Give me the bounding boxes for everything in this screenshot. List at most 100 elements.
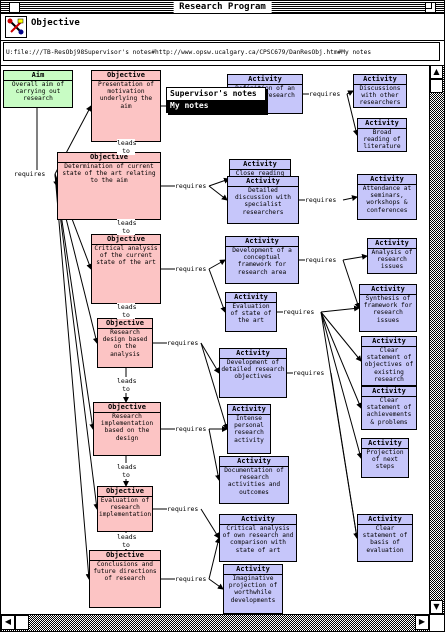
link-line (208, 578, 224, 590)
activity-node-3-text: Broad reading of literature (363, 129, 401, 151)
link-line (346, 90, 354, 96)
link-line (330, 372, 360, 539)
popup-item-my-notes[interactable]: My notes (167, 100, 265, 112)
link-line (342, 259, 361, 309)
requires-label-activity-1: requires (309, 90, 341, 98)
activity-node-11-header: Activity (362, 337, 416, 347)
link-line (208, 259, 226, 270)
activity-node-19-header: Activity (224, 565, 282, 575)
activity-node-15-header: Activity (362, 439, 408, 449)
activity-node-16-text: Documentation of research activities and… (224, 467, 284, 496)
window-title: Research Program (173, 1, 272, 13)
activity-node-6-header: Activity (358, 175, 416, 185)
objective-node-2-text: Determination of current state of the ar… (62, 163, 156, 185)
activity-node-13-text: Clear statement of achievements & proble… (366, 397, 412, 426)
activity-node-17-text: Critical analysis of own research and co… (222, 525, 294, 554)
leads-to-label-1: leads to (117, 139, 137, 155)
objective-node-7-text: Conclusions and future directions of res… (93, 561, 157, 583)
leads-to-label-4: leads to (117, 377, 137, 393)
requires-label-activity-9: requires (283, 308, 315, 316)
vertical-scrollbar[interactable]: ▲ ▼ (429, 65, 444, 614)
activity-node-16-header: Activity (220, 457, 288, 467)
activity-node-2-header: Activity (354, 75, 406, 85)
scroll-up-arrow-icon[interactable]: ▲ (430, 65, 443, 79)
activity-node-3-header: Activity (358, 119, 406, 129)
requires-label-aim: requires (14, 170, 46, 178)
link-line (320, 311, 363, 459)
activity-node-9-text: Evaluation of state of the art (230, 303, 272, 325)
activity-node-7-header: Activity (226, 237, 298, 247)
requires-label-activity-5: requires (305, 196, 337, 204)
notes-popup-menu: Supervisor's notes My notes (166, 87, 266, 113)
leads-to-label-6: leads to (117, 533, 137, 549)
close-box-icon[interactable] (9, 2, 20, 13)
vertical-scroll-thumb[interactable] (430, 79, 443, 93)
link-line (320, 311, 362, 362)
link-line (320, 311, 362, 409)
activity-node-12-text: Development of detailed research objecti… (221, 359, 285, 381)
zoom-box-icon[interactable] (425, 2, 436, 13)
node-header (1, 14, 444, 41)
requires-label-activity-12: requires (293, 369, 325, 377)
objective-node-2-header: Objective (58, 153, 160, 163)
link-line (208, 177, 230, 187)
scroll-down-arrow-icon[interactable]: ▼ (430, 600, 443, 614)
activity-node-8-text: Analysis of research issues (371, 249, 413, 271)
url-field[interactable]: U:file:///TB-ResObj98Supervisor's notes#… (3, 42, 440, 61)
objective-node-5-text: Research implementation based on the des… (100, 413, 154, 442)
objective-node-4-header: Objective (98, 319, 152, 329)
activity-node-18-text: Clear statement of basis of evaluation (362, 525, 408, 554)
leads-to-label-2: leads to (117, 219, 137, 235)
horizontal-scroll-thumb[interactable] (15, 615, 29, 630)
scroll-right-arrow-icon[interactable]: ▶ (415, 615, 429, 630)
activity-node-6-text: Attendance at seminars, workshops & conf… (362, 185, 412, 214)
activity-node-5-header: Activity (228, 177, 298, 187)
scroll-left-arrow-icon[interactable]: ◀ (1, 615, 15, 630)
activity-node-12-header: Activity (220, 349, 286, 359)
activity-node-10-text: Synthesis of framework for research issu… (363, 295, 413, 324)
activity-node-13-header: Activity (362, 387, 416, 397)
resize-grow-box-icon[interactable] (429, 614, 444, 631)
requires-label-objective-2: requires (175, 182, 207, 190)
objective-node-6-header: Objective (98, 487, 152, 497)
requires-label-objective-3: requires (175, 265, 207, 273)
activity-node-11-text: Clear statement of objectives of existin… (364, 347, 414, 383)
link-line (320, 305, 360, 313)
leads-to-label-3: leads to (117, 303, 137, 319)
popup-item-supervisors-notes[interactable]: Supervisor's notes (170, 89, 257, 98)
activity-node-19-text: Imaginative projection of worthwhile dev… (228, 575, 278, 604)
requires-label-objective-5: requires (175, 425, 207, 433)
activity-node-9-header: Activity (226, 293, 276, 303)
link-line (200, 342, 229, 430)
objective-node-4-text: Research design based on the analysis (102, 329, 148, 358)
node-type-icon[interactable] (5, 16, 27, 38)
title-bar[interactable]: Research Program (1, 1, 444, 14)
horizontal-scrollbar[interactable]: ◀ ▶ (1, 614, 429, 631)
